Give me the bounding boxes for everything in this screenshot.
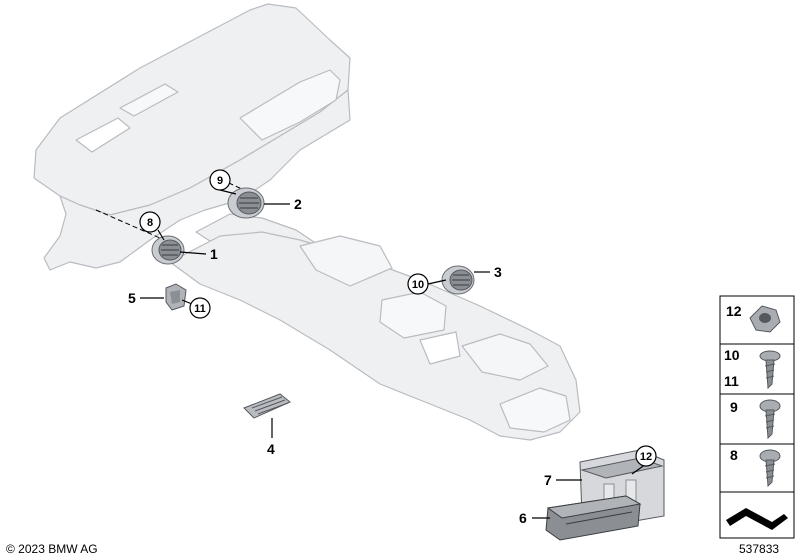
nut-icon — [749, 305, 781, 333]
callout-4: 4 — [267, 441, 275, 457]
clip-symbol-icon — [726, 508, 788, 530]
legend-screw-a-top: 10 — [724, 347, 740, 363]
screw-icon-8 — [759, 449, 781, 488]
legend-screw-a-bottom: 11 — [724, 373, 739, 389]
circled-callout-11: 11 — [189, 297, 211, 319]
callout-7: 7 — [544, 472, 552, 488]
callout-3: 3 — [494, 264, 502, 280]
callout-9-text: 9 — [217, 175, 223, 187]
bar-part — [545, 495, 642, 541]
screw-icon-9 — [759, 399, 781, 440]
circled-callout-12: 12 — [635, 445, 657, 467]
callout-8-text: 8 — [147, 217, 153, 229]
circled-callout-9: 9 — [209, 169, 231, 191]
fastener-legend: 12 10 11 9 8 — [719, 295, 795, 539]
drawing-number: 537833 — [739, 542, 780, 556]
callout-6: 6 — [519, 510, 527, 526]
air-vent-center — [227, 187, 265, 219]
callout-11-text: 11 — [194, 303, 206, 315]
callout-10-text: 10 — [412, 279, 424, 291]
bracket-part — [165, 283, 187, 311]
callout-2: 2 — [294, 196, 302, 212]
screw-icon-10-11 — [759, 350, 781, 390]
air-vent-rear — [441, 265, 475, 295]
leader-lines — [140, 189, 647, 519]
center-console-outline — [169, 231, 581, 441]
circled-callout-8: 8 — [139, 211, 161, 233]
callout-1: 1 — [210, 246, 218, 262]
air-vent-left — [151, 235, 185, 265]
callout-5: 5 — [128, 290, 136, 306]
legend-screw-c: 8 — [730, 447, 738, 463]
circled-callout-10: 10 — [407, 273, 429, 295]
copyright-text: © 2023 BMW AG — [6, 542, 98, 556]
callout-12-text: 12 — [640, 451, 652, 463]
grille-part — [243, 393, 291, 419]
legend-nut-number: 12 — [726, 303, 742, 319]
dashboard-outline — [33, 3, 351, 271]
legend-screw-b: 9 — [730, 399, 738, 415]
